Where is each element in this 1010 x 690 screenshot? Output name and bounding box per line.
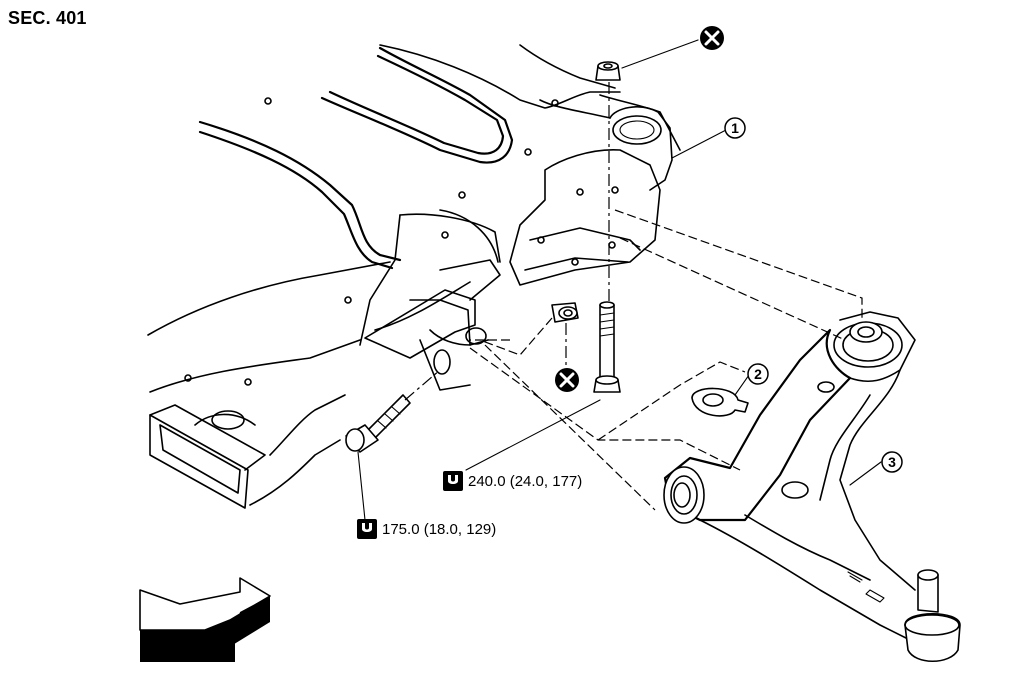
- suspension-member: [147, 44, 681, 509]
- assembly-lines: [404, 82, 863, 511]
- leader-lines: [357, 39, 882, 521]
- callout-1: 1: [724, 117, 746, 139]
- torque-value: 240.0 (24.0, 177): [468, 472, 583, 490]
- vertical-nut: [595, 61, 621, 81]
- front-direction-arrow-icon: [139, 577, 271, 662]
- svg-text:2: 2: [754, 366, 762, 382]
- svg-text:1: 1: [731, 120, 739, 136]
- svg-text:3: 3: [888, 454, 896, 470]
- horizontal-bolt: [345, 394, 411, 453]
- section-label: SEC. 401: [8, 8, 87, 28]
- torque-wrench-icon: [443, 471, 463, 491]
- torque-spec-lower: 175.0 (18.0, 129): [357, 519, 496, 539]
- torque-value: 175.0 (18.0, 129): [382, 520, 497, 538]
- vertical-bolt: [593, 301, 621, 393]
- non-reusable-part-icon: [555, 368, 579, 392]
- callout-2: 2: [747, 363, 769, 385]
- non-reusable-part-icon: [700, 26, 724, 50]
- horizontal-nut: [551, 302, 579, 323]
- transverse-link: [663, 311, 961, 662]
- torque-wrench-icon: [357, 519, 377, 539]
- callout-3: 3: [881, 451, 903, 473]
- washer: [691, 387, 749, 417]
- torque-spec-upper: 240.0 (24.0, 177): [443, 471, 582, 491]
